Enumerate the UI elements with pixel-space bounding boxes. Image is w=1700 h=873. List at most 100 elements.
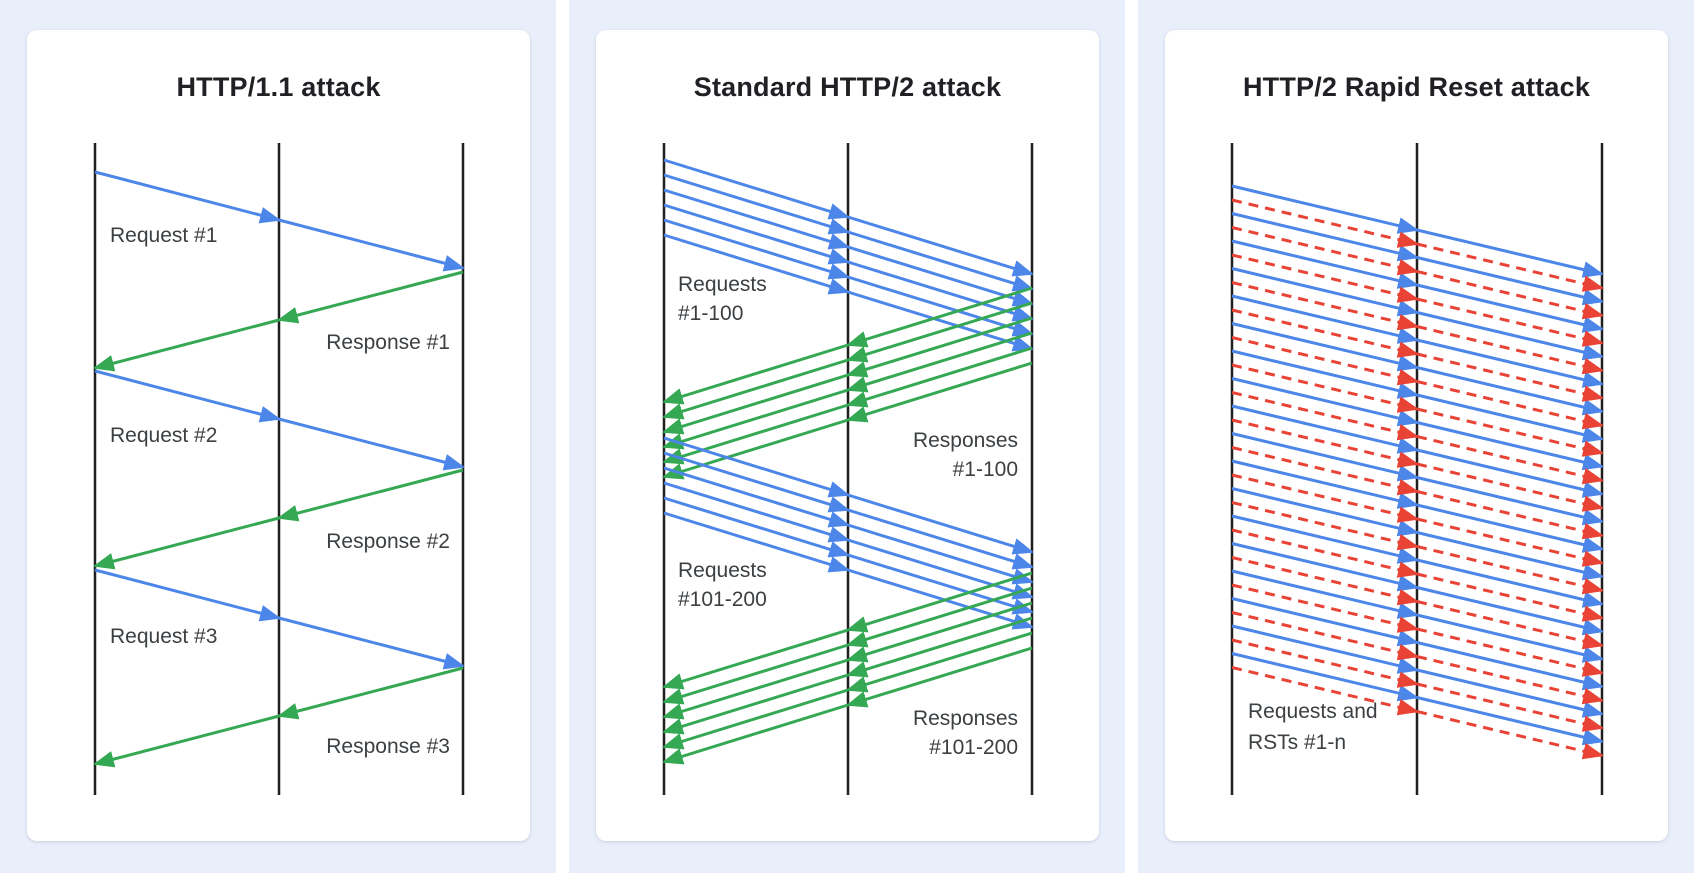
rst-arrow (1231, 391, 1420, 441)
label-response-2: Response #2 (326, 530, 450, 553)
response-burst-2 (661, 673, 849, 735)
response-burst-1 (845, 301, 1033, 363)
request-burst-2 (663, 511, 851, 573)
request-arrow (1231, 459, 1420, 509)
request-arrow (1231, 487, 1420, 537)
request-burst-1 (663, 203, 851, 265)
request-arrow (1416, 696, 1605, 746)
request-burst-1 (847, 260, 1035, 322)
response-burst-2 (845, 631, 1033, 693)
rst-arrow (1231, 611, 1420, 661)
request-arrow (1416, 256, 1605, 306)
request-burst-2 (847, 523, 1035, 585)
label-responses-101-200: Responses #101-200 (912, 707, 1018, 759)
rst-arrow (1231, 666, 1420, 716)
label-request-2: Request #2 (110, 424, 218, 447)
request-arrow (1416, 503, 1605, 553)
rst-arrow (1416, 710, 1605, 760)
rst-arrow (1231, 281, 1420, 331)
request-burst-1 (847, 215, 1035, 277)
rst-arrow (1231, 446, 1420, 496)
request-arrow (1231, 239, 1420, 289)
response-burst-2 (845, 571, 1033, 633)
request-burst-1 (663, 173, 851, 235)
rst-arrow (1231, 308, 1420, 358)
response-burst-1 (661, 373, 849, 435)
response-burst-2 (845, 586, 1033, 648)
request-burst-2 (847, 553, 1035, 615)
request-arrow (1231, 184, 1420, 234)
rst-arrow (1231, 583, 1420, 633)
response-arrow (276, 666, 464, 720)
request-burst-2 (663, 451, 851, 513)
rst-arrow (1231, 473, 1420, 523)
request-arrow (94, 170, 282, 224)
label-requests-and-rsts: Requests and RSTs #1-n (1248, 700, 1378, 754)
request-burst-2 (663, 496, 851, 558)
label-request-3: Request #3 (110, 625, 218, 648)
response-arrow (92, 318, 280, 372)
response-burst-1 (661, 403, 849, 465)
rst-arrow (1416, 600, 1605, 650)
request-arrow (278, 417, 466, 471)
response-arrow (276, 270, 464, 324)
rst-arrow (1416, 297, 1605, 347)
rst-arrow (1416, 380, 1605, 430)
rst-arrow (1416, 655, 1605, 705)
request-arrow (1231, 432, 1420, 482)
request-arrow (1231, 542, 1420, 592)
request-burst-1 (847, 245, 1035, 307)
rst-arrow (1416, 572, 1605, 622)
rst-arrow (1416, 242, 1605, 292)
label-responses-1-100: Responses #1-100 (912, 429, 1018, 481)
response-burst-2 (845, 616, 1033, 678)
request-arrow (94, 369, 282, 423)
label-response-1: Response #1 (326, 331, 450, 354)
request-arrow (94, 568, 282, 622)
rst-arrow (1231, 528, 1420, 578)
response-arrow (276, 468, 464, 522)
rst-arrow (1231, 638, 1420, 688)
response-burst-1 (661, 418, 849, 480)
response-burst-1 (845, 346, 1033, 408)
rst-arrow (1416, 545, 1605, 595)
request-burst-2 (847, 493, 1035, 555)
rst-arrow (1231, 418, 1420, 468)
rst-arrow (1416, 270, 1605, 320)
rst-arrow (1231, 556, 1420, 606)
rst-arrow (1416, 435, 1605, 485)
request-burst-1 (847, 290, 1035, 352)
request-arrow (1231, 349, 1420, 399)
request-arrow (1416, 366, 1605, 416)
request-arrow (1416, 668, 1605, 718)
request-arrow (1231, 514, 1420, 564)
rst-arrow (1231, 363, 1420, 413)
label-requests-101-200: Requests #101-200 (678, 559, 767, 611)
request-arrow (1416, 228, 1605, 278)
response-burst-1 (661, 343, 849, 405)
request-arrow (1231, 294, 1420, 344)
request-arrow (1231, 404, 1420, 454)
request-burst-1 (663, 158, 851, 220)
request-burst-1 (663, 233, 851, 295)
rst-arrow (1231, 226, 1420, 276)
request-burst-2 (663, 481, 851, 543)
rst-arrow (1231, 501, 1420, 551)
request-arrow (1231, 377, 1420, 427)
request-burst-2 (847, 568, 1035, 630)
request-arrow (1231, 597, 1420, 647)
request-arrow (1416, 586, 1605, 636)
request-burst-1 (847, 275, 1035, 337)
request-arrow (1231, 322, 1420, 372)
rst-arrow (1416, 517, 1605, 567)
label-response-3: Response #3 (326, 735, 450, 758)
request-arrow (1416, 421, 1605, 471)
request-arrow (1416, 476, 1605, 526)
rst-arrow (1416, 627, 1605, 677)
request-arrow (1416, 531, 1605, 581)
request-arrow (1416, 311, 1605, 361)
request-arrow (278, 616, 466, 670)
rst-arrow (1416, 407, 1605, 457)
request-arrow (1416, 641, 1605, 691)
response-burst-2 (661, 658, 849, 720)
